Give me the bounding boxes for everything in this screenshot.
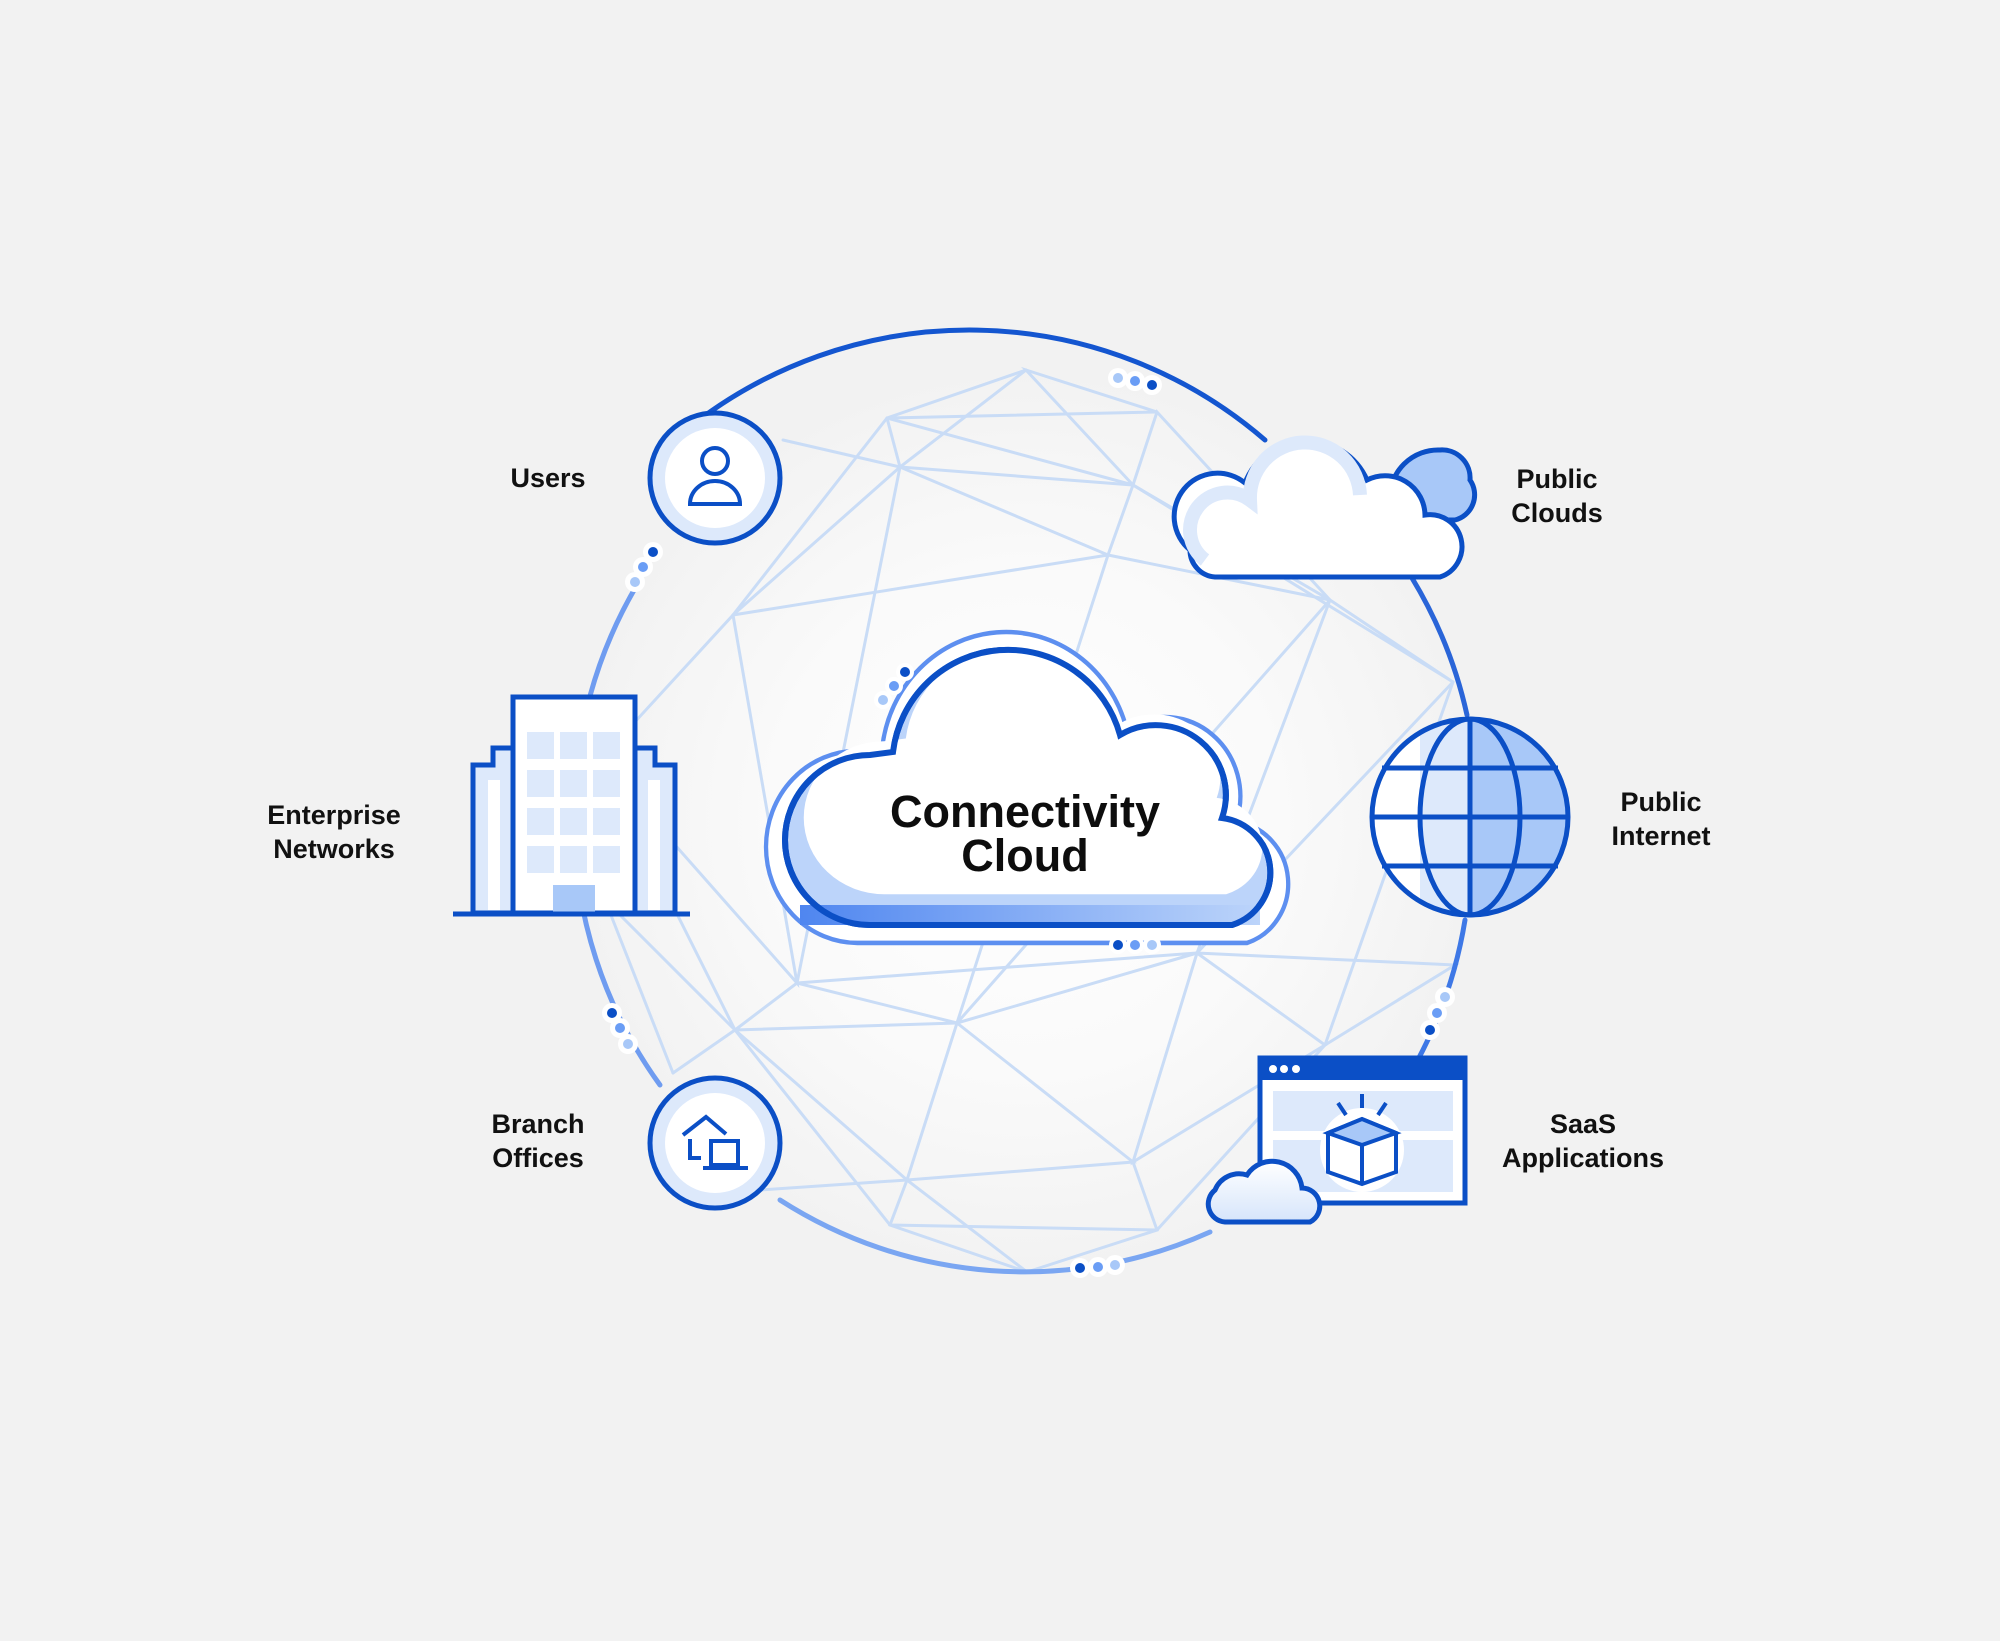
label-public-internet: Public Internet	[1611, 785, 1710, 853]
dots-right-lower	[1420, 987, 1455, 1040]
dots-bottom	[1070, 1255, 1125, 1278]
label-branch-offices-line-1: Branch	[491, 1109, 585, 1139]
title-line-1: Connectivity	[889, 786, 1161, 837]
dots-users	[625, 542, 663, 592]
label-saas-applications-line-1: SaaS	[1549, 1109, 1617, 1139]
label-branch-offices-line-2: Offices	[492, 1143, 584, 1173]
label-enterprise-networks: Enterprise Networks	[267, 798, 401, 866]
label-public-clouds: Public Clouds	[1511, 462, 1603, 530]
globe-icon	[1369, 716, 1571, 918]
label-public-clouds-line-2: Clouds	[1511, 498, 1603, 528]
dots-top	[1108, 368, 1162, 395]
label-branch-offices: Branch Offices	[491, 1107, 584, 1175]
title-line-2: Cloud	[961, 830, 1089, 881]
user-icon	[687, 446, 743, 506]
users-node	[647, 410, 783, 546]
label-saas-applications: SaaS Applications	[1502, 1107, 1664, 1175]
ring-dots	[602, 368, 1455, 1278]
label-saas-applications-line-2: Applications	[1501, 1143, 1665, 1173]
branch-offices-node	[647, 1075, 783, 1211]
label-public-internet-line-2: Internet	[1611, 821, 1711, 851]
label-public-clouds-line-1: Public	[1516, 464, 1598, 494]
label-enterprise-networks-line-1: Enterprise	[267, 800, 401, 830]
clouds-icon	[1171, 435, 1478, 580]
label-public-internet-line-1: Public	[1620, 787, 1702, 817]
dots-left-lower	[602, 1003, 638, 1054]
label-users: Users	[510, 461, 585, 495]
label-users-line-1: Users	[510, 463, 586, 493]
connectivity-cloud-title: Connectivity Cloud	[889, 786, 1161, 881]
label-enterprise-networks-line-2: Networks	[273, 834, 395, 864]
office-building-icon	[453, 694, 690, 917]
app-window-box-icon	[1205, 1055, 1468, 1225]
connectivity-cloud	[766, 632, 1288, 954]
home-laptop-icon	[681, 1114, 748, 1170]
